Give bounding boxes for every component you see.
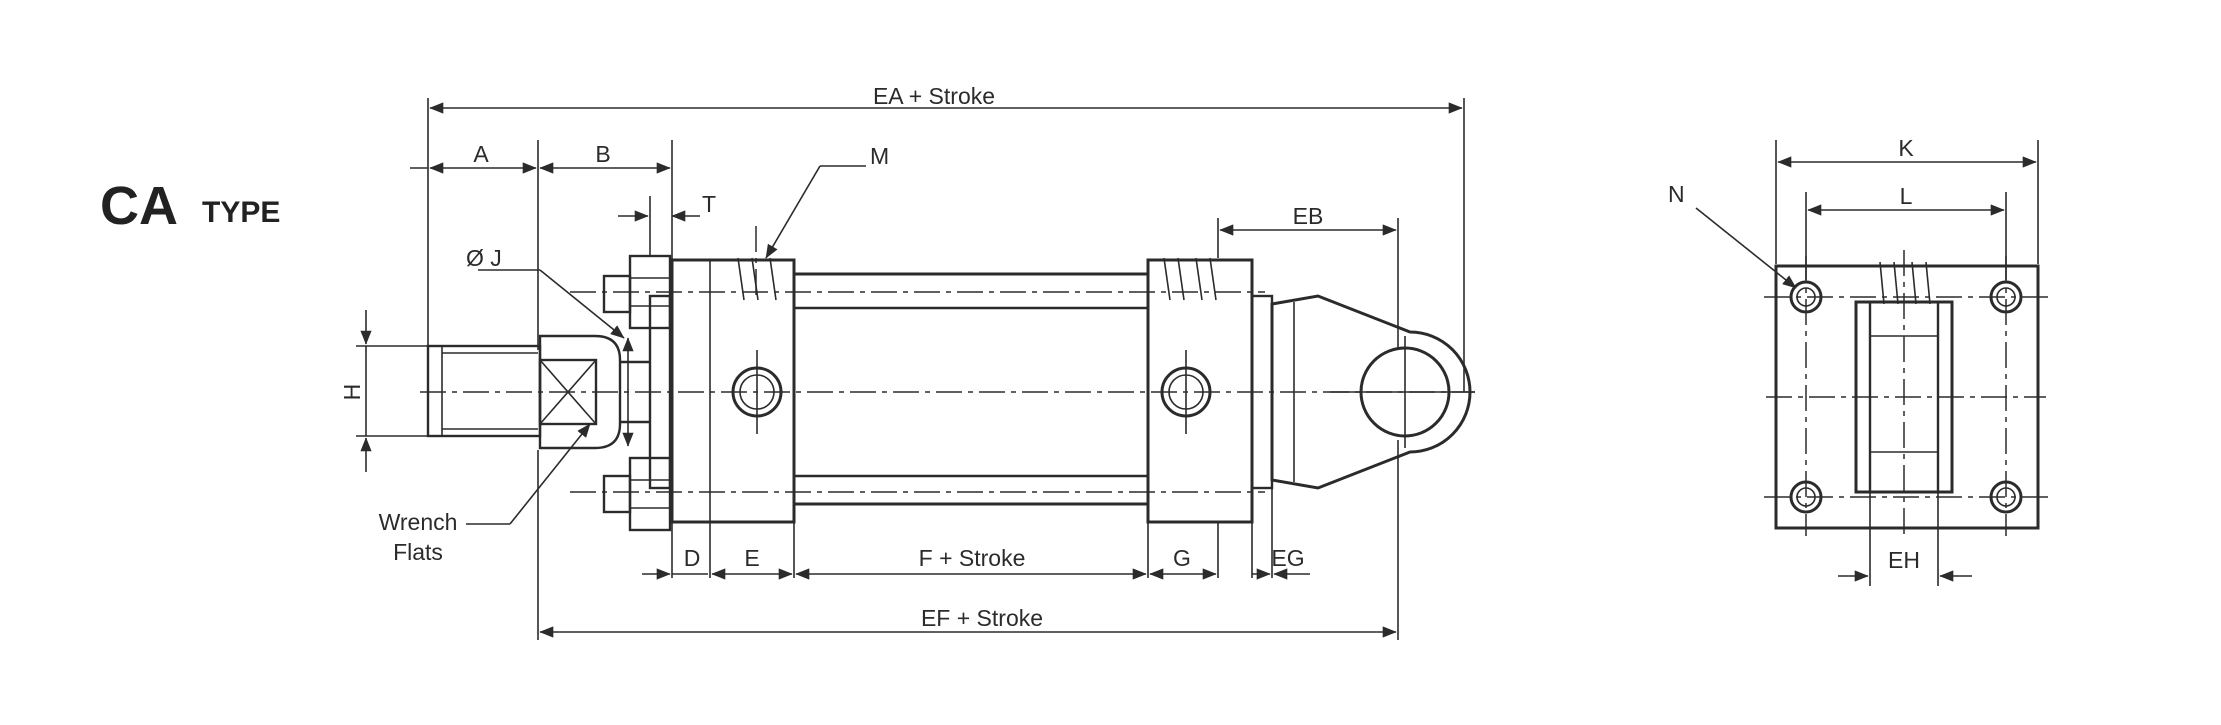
dim-h-label: H (339, 384, 365, 401)
wrench-label-2: Flats (393, 539, 443, 565)
dim-e-label: E (744, 545, 759, 571)
dim-t-label: T (702, 191, 716, 217)
dim-ef-label: EF + Stroke (921, 605, 1043, 631)
dim-m-label: M (870, 143, 889, 169)
dim-j-label: Ø J (466, 245, 502, 271)
dim-n-leader (1695, 207, 1797, 289)
dim-eb-label: EB (1293, 203, 1324, 229)
title-sub: TYPE (202, 196, 280, 229)
dim-eg-label: EG (1271, 545, 1304, 571)
type-title: CA TYPE (100, 176, 280, 236)
dim-ea-label: EA + Stroke (873, 83, 995, 109)
dim-b-label: B (595, 141, 610, 167)
dim-m-leader (765, 165, 821, 259)
dim-d-label: D (684, 545, 701, 571)
extension-lines (356, 98, 1465, 640)
dim-k-label: K (1898, 135, 1914, 161)
head-port-hole (731, 350, 783, 434)
cap-block (1146, 258, 1254, 524)
wrench-flats (538, 334, 622, 450)
dim-n-label: N (1668, 181, 1685, 207)
head-port (737, 226, 777, 301)
cap-port (1163, 257, 1217, 301)
dim-g-label: G (1173, 545, 1191, 571)
rod-thread (426, 344, 542, 438)
clevis-slot (1854, 250, 1954, 540)
dim-eh-label: EH (1888, 547, 1920, 573)
end-view: K L N EH (1668, 135, 2050, 586)
dim-f-label: F + Stroke (919, 545, 1026, 571)
cap-port-hole (1160, 350, 1212, 434)
clevis-eye (1270, 294, 1475, 490)
dim-l-label: L (1900, 183, 1913, 209)
head-block (670, 258, 796, 524)
head-flange (648, 294, 672, 490)
wrench-label-1: Wrench (379, 509, 458, 535)
dim-a-label: A (473, 141, 489, 167)
side-view: EA + Stroke A B T M EB Ø J H Wrench Flat… (339, 83, 1475, 640)
wrench-leader (509, 423, 591, 525)
dim-j-leader (539, 269, 625, 339)
title-main: CA (100, 176, 178, 236)
tie-rod-holes (1789, 280, 2023, 514)
